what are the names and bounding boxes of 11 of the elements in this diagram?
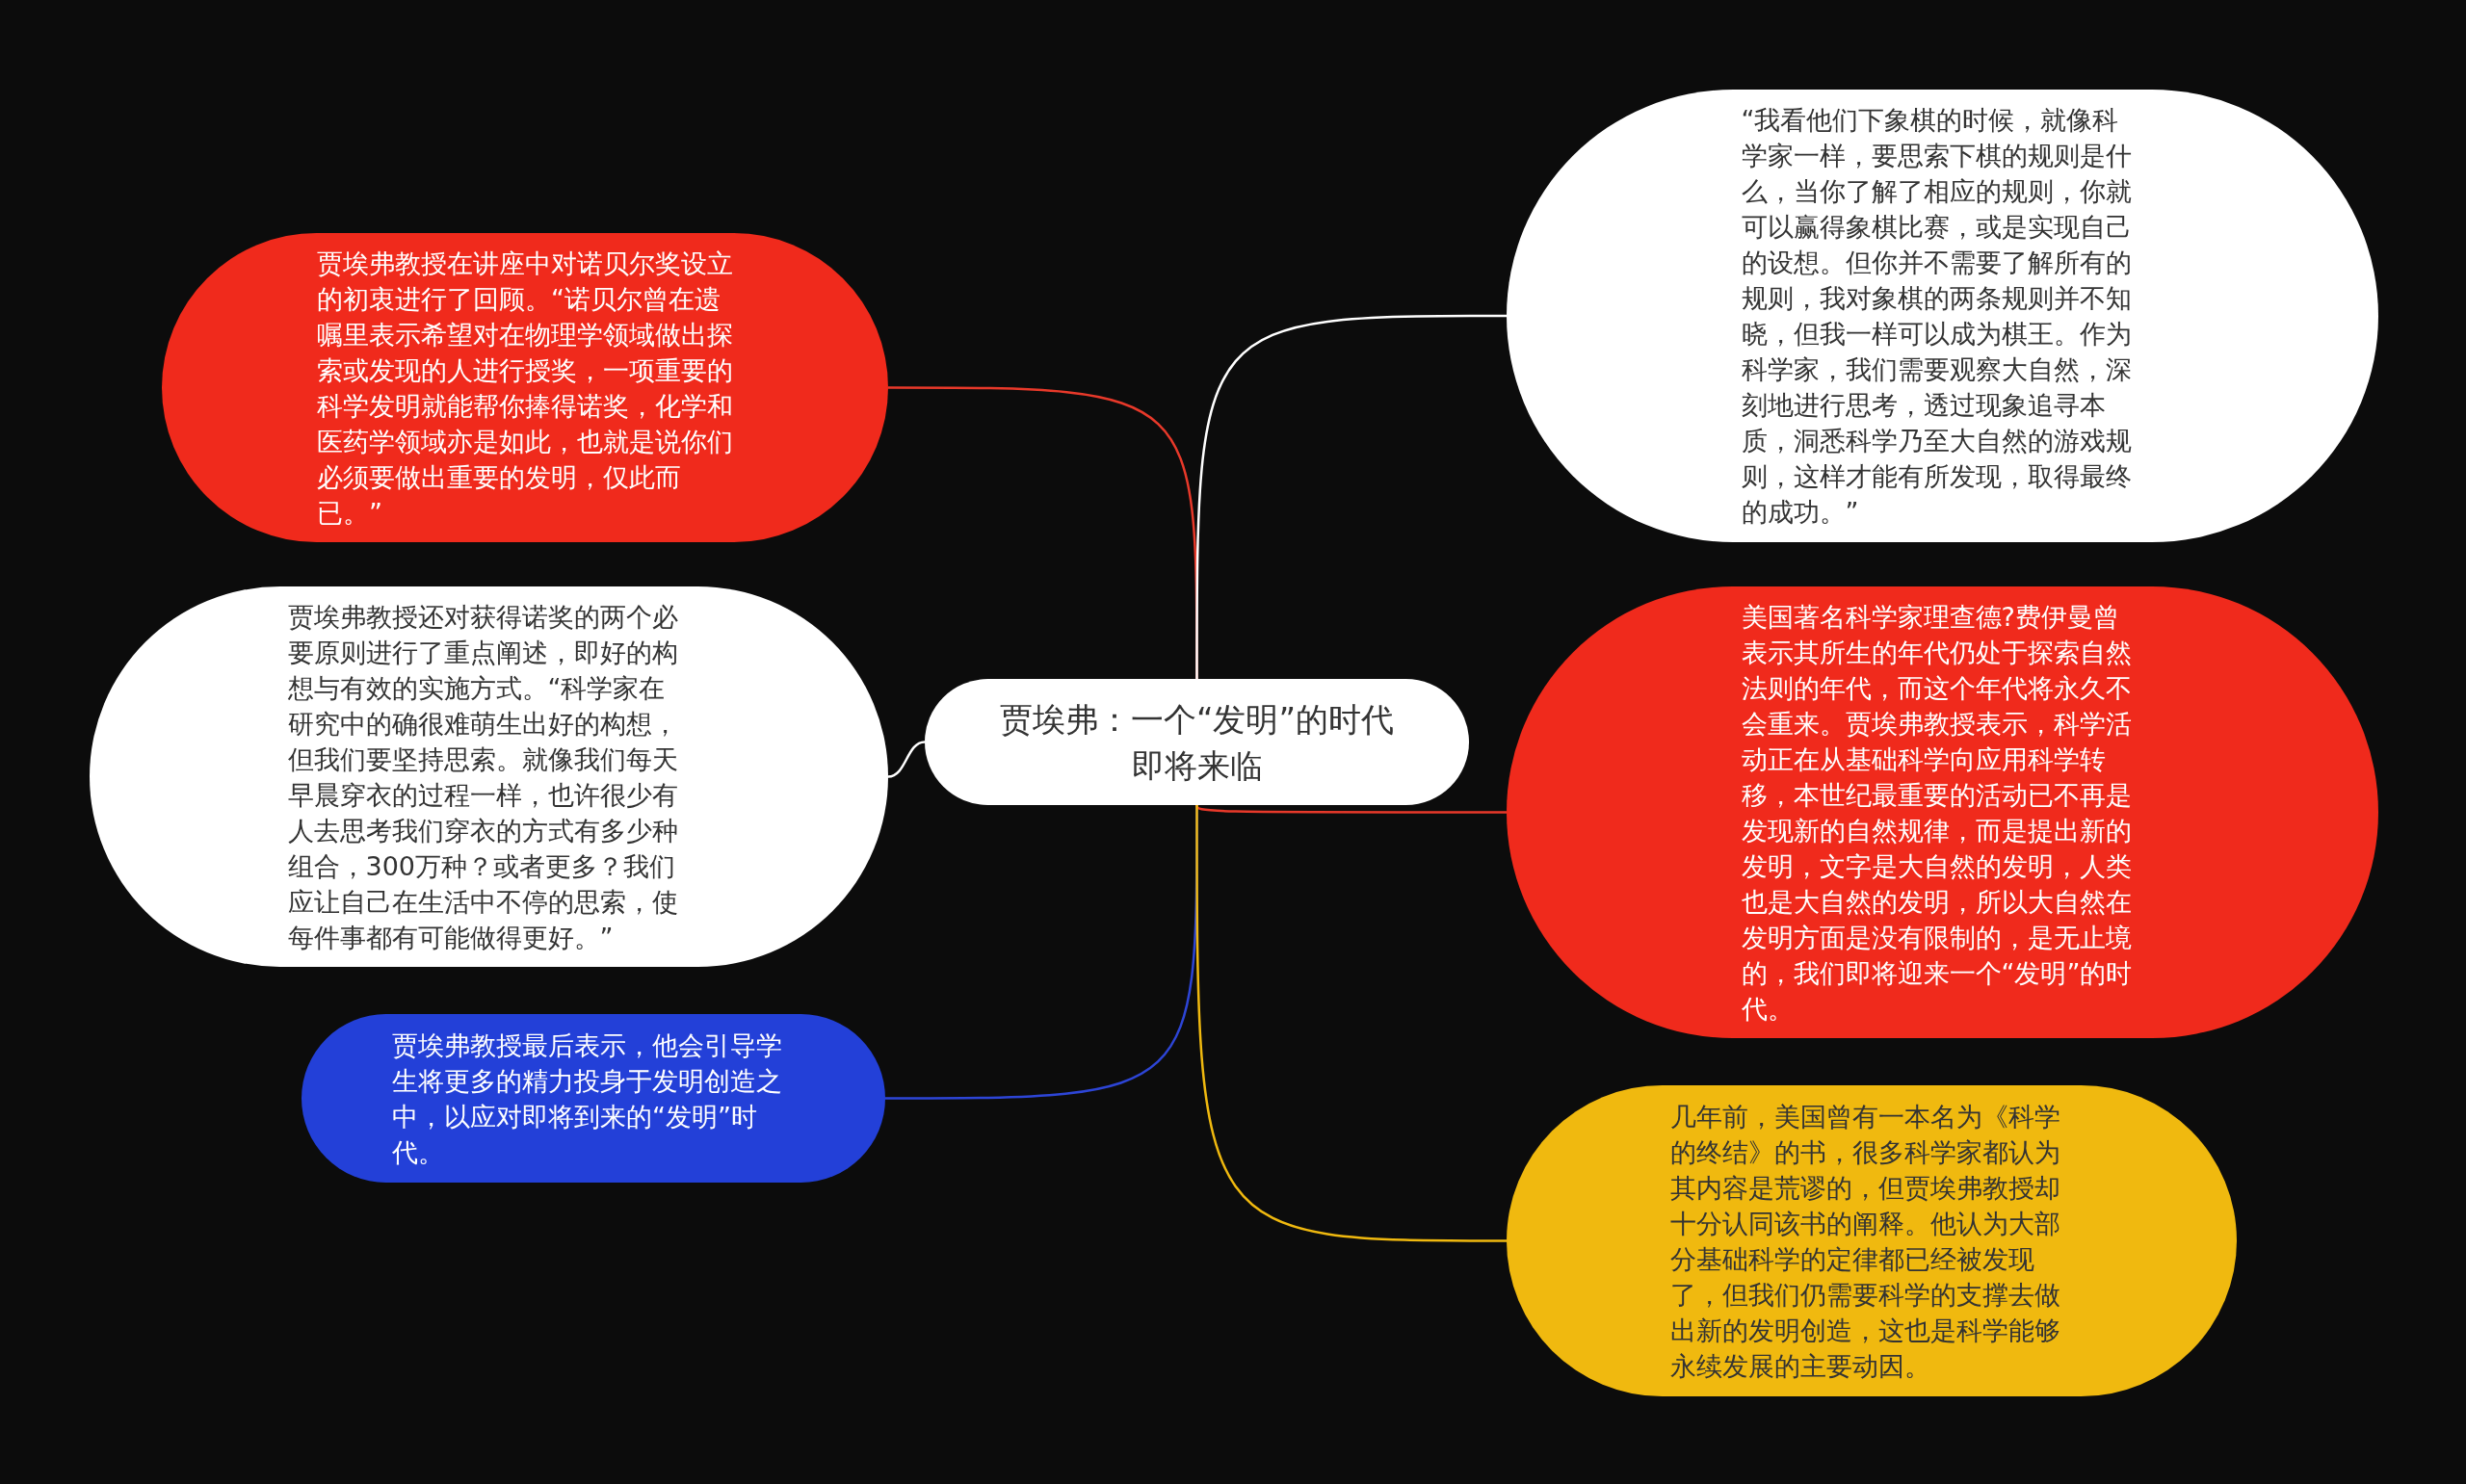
connector-line xyxy=(887,741,926,778)
connector-line xyxy=(1195,805,1507,1242)
bubble-text: 贾埃弗教授在讲座中对诺贝尔奖设立的初衷进行了回顾。“诺贝尔曾在遗嘱里表示希望对在物理学领域做出探索或发现的人进行授奖，一项重要的科学发明就能帮你捧得诺奖，化学和医药学领域亦是如此，也就是说你们必须要做出重要的发明，仅此而已。” xyxy=(317,247,733,530)
connector-line xyxy=(1195,804,1507,814)
connector-line xyxy=(1195,314,1507,679)
bubble-text: 贾埃弗教授最后表示，他会引导学生将更多的精力投身于发明创造之中，以应对即将到来的“发明”时代。 xyxy=(392,1028,783,1169)
bubble-text: “我看他们下象棋的时候，就像科学家一样，要思索下棋的规则是什么，当你了解了相应的规则，你就可以赢得象棋比赛，或是实现自己的设想。但你并不需要了解所有的规则，我对象棋的两条规则并不知晓，但我一样可以成为棋王。作为科学家，我们需要观察大自然，深刻地进行思考，透过现象追寻本质，洞悉科学乃至大自然的游戏规则，这样才能有所发现，取得最终的成功。” xyxy=(1741,104,2133,529)
bubble-text: 美国著名科学家理查德?费伊曼曾表示其所生的年代仍处于探索自然法则的年代，而这个年代将永久不会重来。贾埃弗教授表示，科学活动正在从基础科学向应用科学转移，本世纪最重要的活动已不再是发现新的自然规律，而是提出新的发明，文字是大自然的发明，人类也是大自然的发明，所以大自然在发明方面是没有限制的，是无止境的，我们即将迎来一个“发明”的时代。 xyxy=(1741,600,2134,1026)
central-topic-text: 贾埃弗：一个“发明”的时代即将来临 xyxy=(998,698,1396,787)
bubble-text: 几年前，美国曾有一本名为《科学的终结》的书，很多科学家都认为其内容是荒谬的，但贾埃弗教授却十分认同该书的阐释。他认为大部分基础科学的定律都已经被发现了，但我们仍需要科学的支撑去做出新的发明创造，这也是科学能够永续发展的主要动因。 xyxy=(1670,1100,2061,1383)
bubble-text: 贾埃弗教授还对获得诺奖的两个必要原则进行了重点阐述，即好的构想与有效的实施方式。“科学家在研究中的确很难萌生出好的构想，但我们要坚持思索。就像我们每天早晨穿衣的过程一样，也许很少有人去思考我们穿衣的方式有多少种组合，300万种？或者更多？我们应让自己在生活中不停的思索，使每件事都有可能做得更好。” xyxy=(287,600,679,954)
